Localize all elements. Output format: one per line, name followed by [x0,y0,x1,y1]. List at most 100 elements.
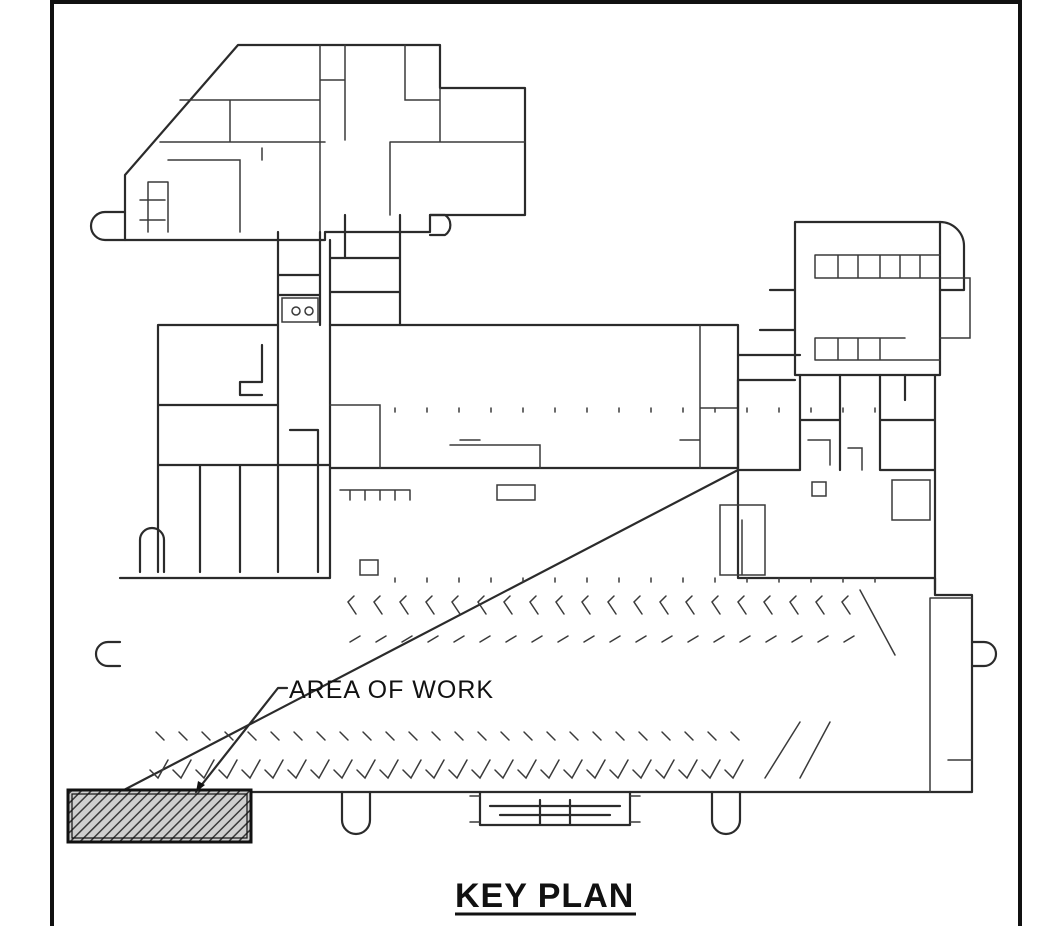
workstation-lower [402,759,422,780]
workstation-divider-upper [609,635,621,643]
workstation-divider-lower [316,731,326,741]
workstation-lower [218,759,238,780]
west-block-outline [156,323,332,574]
workstation-lower [632,759,652,780]
link-corridor [276,213,402,327]
workstation-divider-lower [362,731,372,741]
workstation-divider-lower [201,731,211,741]
area-of-work-inner-border [71,793,248,839]
workstation-lower [540,759,560,780]
workstation-divider-lower [224,731,234,741]
workstation-lower [149,759,169,780]
workstation-upper [659,595,669,615]
workstation-divider-lower [661,731,671,741]
elevator-symbol-2 [304,306,314,316]
workstation-divider-lower [293,731,303,741]
south-east-round-end [970,640,998,668]
callout-leader [194,686,289,794]
workstation-lower [517,759,537,780]
central-hall-rooms [329,324,739,469]
workstation-upper [841,595,851,615]
workstation-divider-lower [339,731,349,741]
workstation-divider-upper [453,635,465,643]
workstation-divider-upper [713,635,725,643]
workstation-divider-lower [569,731,579,741]
workstation-divider-upper [635,635,647,643]
workstation-divider-lower [730,731,740,741]
workstation-divider-lower [615,731,625,741]
workstation-lower [333,759,353,780]
drawing-frame [50,0,1022,926]
workstation-upper [685,595,695,615]
workstation-upper [711,595,721,615]
workstation-divider-upper [817,635,829,643]
workstation-lower [195,759,215,780]
workstation-divider-upper [427,635,439,643]
area-of-work-label: AREA OF WORK [289,676,494,704]
workstation-lower [287,759,307,780]
workstation-divider-lower [247,731,257,741]
workstation-divider-lower [155,731,165,741]
elevator-symbol [291,306,301,316]
workstation-upper [373,595,383,615]
workstation-divider-upper [765,635,777,643]
workstation-lower [609,759,629,780]
workstation-upper [763,595,773,615]
workstation-divider-lower [431,731,441,741]
diagonal-partition [799,721,831,779]
workstation-lower [264,759,284,780]
south-hall-interior [339,481,973,793]
workstation-divider-lower [408,731,418,741]
key-plan-title: KEY PLAN [455,877,634,915]
workstation-divider-lower [477,731,487,741]
workstation-upper [737,595,747,615]
workstation-upper [815,595,825,615]
workstation-divider-upper [349,635,361,643]
workstation-upper [399,595,409,615]
east-block-outline [736,373,937,592]
west-apse [138,526,166,574]
workstation-upper [555,595,565,615]
workstation-lower [172,759,192,780]
workstation-upper [425,595,435,615]
east-wing-outline [793,220,942,377]
workstation-divider-upper [505,635,517,643]
workstation-lower [655,759,675,780]
workstation-divider-lower [500,731,510,741]
loading-dock [478,790,632,827]
workstation-divider-lower [178,731,188,741]
workstation-upper [581,595,591,615]
workstation-lower [586,759,606,780]
workstation-divider-upper [401,635,413,643]
workstation-lower [379,759,399,780]
workstation-divider-lower [454,731,464,741]
workstation-lower [678,759,698,780]
northwest-wing-rooms [139,44,526,233]
workstation-divider-upper [687,635,699,643]
south-hall-outline [118,466,974,794]
workstation-divider-lower [592,731,602,741]
workstation-lower [241,759,261,780]
workstation-divider-upper [739,635,751,643]
workstation-divider-upper [375,635,387,643]
workstation-divider-lower [523,731,533,741]
workstation-upper [789,595,799,615]
workstation-divider-lower [707,731,717,741]
workstation-upper [451,595,461,615]
workstation-divider-upper [479,635,491,643]
workstation-lower [448,759,468,780]
south-west-round-end [94,640,122,668]
workstation-upper [633,595,643,615]
workstation-lower [494,759,514,780]
workstation-upper [529,595,539,615]
diagonal-partition [859,589,896,656]
east-link [736,288,802,382]
east-round-end [428,213,452,237]
workstation-divider-lower [684,731,694,741]
workstation-lower [425,759,445,780]
central-hall-outline [328,323,740,470]
workstation-divider-upper [791,635,803,643]
workstation-lower [701,759,721,780]
workstation-lower [471,759,491,780]
